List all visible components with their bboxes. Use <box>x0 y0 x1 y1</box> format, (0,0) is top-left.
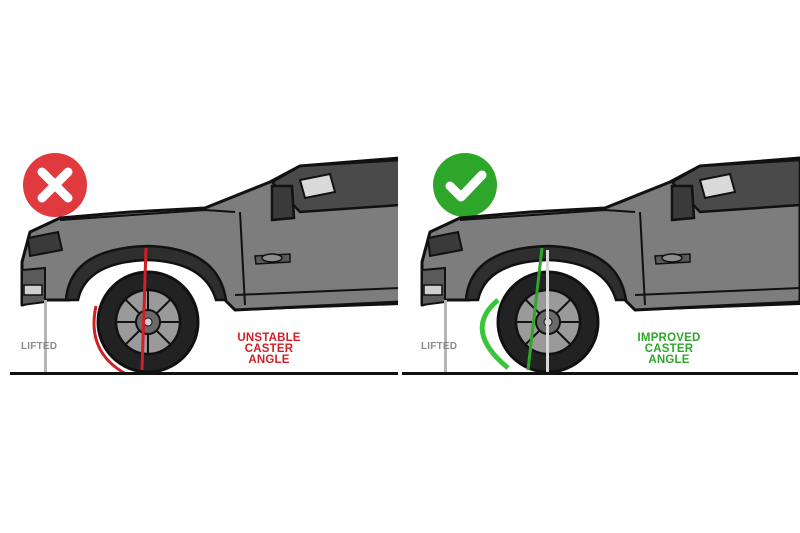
caption-line: CASTER <box>644 343 694 355</box>
unstable-caster-lines <box>92 247 148 376</box>
panel-divider <box>398 150 402 380</box>
caption-line: IMPROVED <box>637 332 701 344</box>
truck-body <box>20 156 400 312</box>
truck-body <box>420 156 800 312</box>
truck-illustration-unstable <box>10 153 400 376</box>
improved-caster-lines <box>479 247 549 372</box>
lifted-label: LIFTED <box>21 341 58 352</box>
lifted-label: LIFTED <box>421 341 458 352</box>
x-icon <box>23 153 87 217</box>
caption-line: ANGLE <box>248 354 290 366</box>
caption-line: ANGLE <box>648 354 690 366</box>
ground-line <box>10 372 398 375</box>
improved-caster-panel: LIFTED IMPROVED CASTER ANGLE <box>400 0 800 533</box>
check-icon <box>433 153 497 217</box>
front-wheel <box>96 270 200 374</box>
lift-marker <box>444 300 447 374</box>
caption-line: CASTER <box>244 343 294 355</box>
caption-line: UNSTABLE <box>237 332 301 344</box>
truck-illustration-improved <box>402 153 800 375</box>
caster-caption-unstable: UNSTABLE CASTER ANGLE <box>214 332 324 366</box>
ground-line <box>402 372 798 375</box>
unstable-caster-panel: LIFTED UNSTABLE CASTER ANGLE <box>10 153 400 376</box>
caster-caption-improved: IMPROVED CASTER ANGLE <box>614 332 724 366</box>
lift-marker <box>44 300 47 374</box>
